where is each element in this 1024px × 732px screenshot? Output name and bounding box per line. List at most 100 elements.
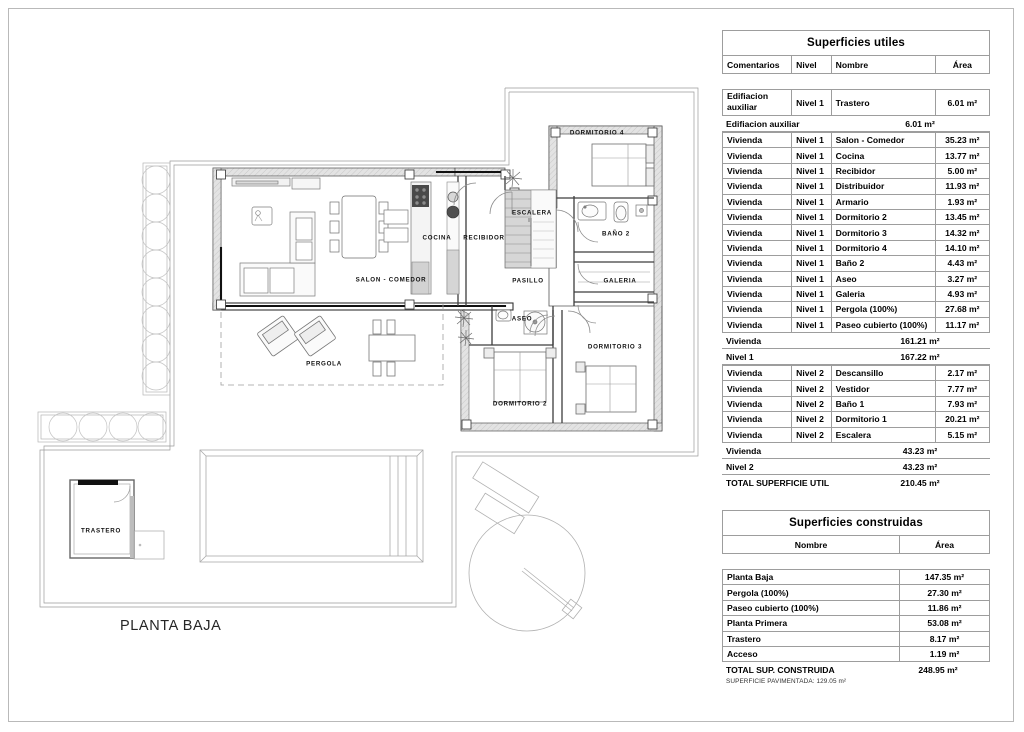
table-row: Pergola (100%)27.30 m² [723,585,989,601]
cell-nivel: Nivel 1 [792,90,832,115]
cell-nivel: Nivel 1 [792,163,832,179]
header-nombre: Nombre [723,536,901,553]
cell-nombre: Trastero [832,90,936,115]
cell-comentario: Edifiacion auxiliar [723,90,793,115]
cell-comentario: Vivienda [723,412,793,427]
cell-nombre: Recibidor [832,163,936,179]
table-utiles-header-row: Comentarios Nivel Nombre Área [722,56,990,74]
table-construidas-header-row: Nombre Área [722,536,990,554]
subtotal-value: 167.22 m² [900,351,940,362]
cell-area: 11.17 m² [945,319,980,330]
living-room-furniture [231,177,389,297]
cell-nombre: Dormitorio 1 [832,412,936,427]
cell-nombre: Paseo cubierto (100%) [723,600,901,616]
cell-comentario: Vivienda [723,317,793,333]
room-label-galeria: GALERIA [603,277,637,285]
cell-comentario: Vivienda [723,240,793,256]
cell-comentario: Vivienda [723,396,793,412]
cell-nivel: Nivel 1 [792,302,832,317]
subtotal-value: 161.21 m² [900,335,940,346]
room-label-dormitorio-4: DORMITORIO 4 [569,129,625,137]
cell-area: 5.15 m² [947,429,978,440]
cell-area: 1.93 m² [947,196,978,207]
kitchen-fittings [383,181,460,295]
room-label-pasillo: PASILLO [512,277,544,285]
total-value: 248.95 m² [918,665,958,676]
cell-nivel: Nivel 1 [792,271,832,286]
cell-nombre: Cocina [832,148,936,163]
header-nivel: Nivel [792,56,832,73]
cell-nivel: Nivel 1 [792,225,832,240]
cell-nombre: Baño 1 [832,396,936,412]
cell-comentario: Vivienda [723,225,793,240]
room-label-trastero: TRASTERO [80,527,122,535]
subtotal-label: Nivel 1 [726,351,754,362]
cell-nombre: Paseo cubierto (100%) [832,317,936,333]
planter-horizontal [37,411,167,443]
pergola-zone [220,300,444,386]
beds [483,143,655,415]
header-area: Área [934,539,955,550]
cell-nivel: Nivel 1 [792,179,832,194]
cell-comentario: Vivienda [723,179,793,194]
cell-area: 7.77 m² [947,383,978,394]
total-sup-construida: TOTAL SUP. CONSTRUIDA 248.95 m² [722,662,990,678]
cell-nombre: Dormitorio 2 [832,209,936,225]
cell-nombre: Aseo [832,271,936,286]
cell-nivel: Nivel 1 [792,194,832,209]
cell-nivel: Nivel 1 [792,256,832,271]
cell-nombre: Descansillo [832,366,936,381]
swimming-pool [199,449,424,563]
total-label: TOTAL SUPERFICIE UTIL [726,478,830,489]
subtotal-nivel-1: Nivel 1 167.22 m² [722,349,990,366]
cell-nombre: Escalera [832,427,936,443]
cell-comentario: Vivienda [723,194,793,209]
cell-nivel: Nivel 1 [792,148,832,163]
cell-comentario: Vivienda [723,163,793,179]
cell-area: 147.35 m² [924,572,965,583]
plant-icons [454,169,523,347]
subtotal-vivienda-n1: Vivienda 161.21 m² [722,333,990,350]
cell-area: 11.93 m² [945,181,980,192]
cell-area: 27.68 m² [945,304,980,315]
room-label-salon-comedor: SALON - COMEDOR [355,276,427,284]
floor-plan-svg [37,87,699,632]
subtotal-nivel-2: Nivel 2 43.23 m² [722,459,990,476]
cell-area: 5.00 m² [947,165,978,176]
subtotal-value: 43.23 m² [902,445,938,456]
subtotal-label: Nivel 2 [726,461,754,472]
cell-nombre: Salon - Comedor [832,133,936,148]
bathroom2-fixtures [577,201,648,223]
cell-area: 14.32 m² [945,227,980,238]
cell-comentario: Vivienda [723,256,793,271]
cell-nivel: Nivel 1 [792,286,832,302]
staircase [504,189,557,269]
cell-comentario: Vivienda [723,427,793,443]
cell-area: 14.10 m² [945,242,980,253]
cell-nivel: Nivel 1 [792,317,832,333]
room-label-recibidor: RECIBIDOR [463,234,505,242]
room-label-dormitorio-3: DORMITORIO 3 [587,343,643,351]
cell-nombre: Baño 2 [832,256,936,271]
subtotal-vivienda-n2: Vivienda 43.23 m² [722,443,990,460]
room-label-aseo: ASEO [511,315,533,323]
cell-nombre: Pergola (100%) [723,585,901,600]
trastero-building [69,479,165,560]
cell-nombre: Dormitorio 3 [832,225,936,240]
